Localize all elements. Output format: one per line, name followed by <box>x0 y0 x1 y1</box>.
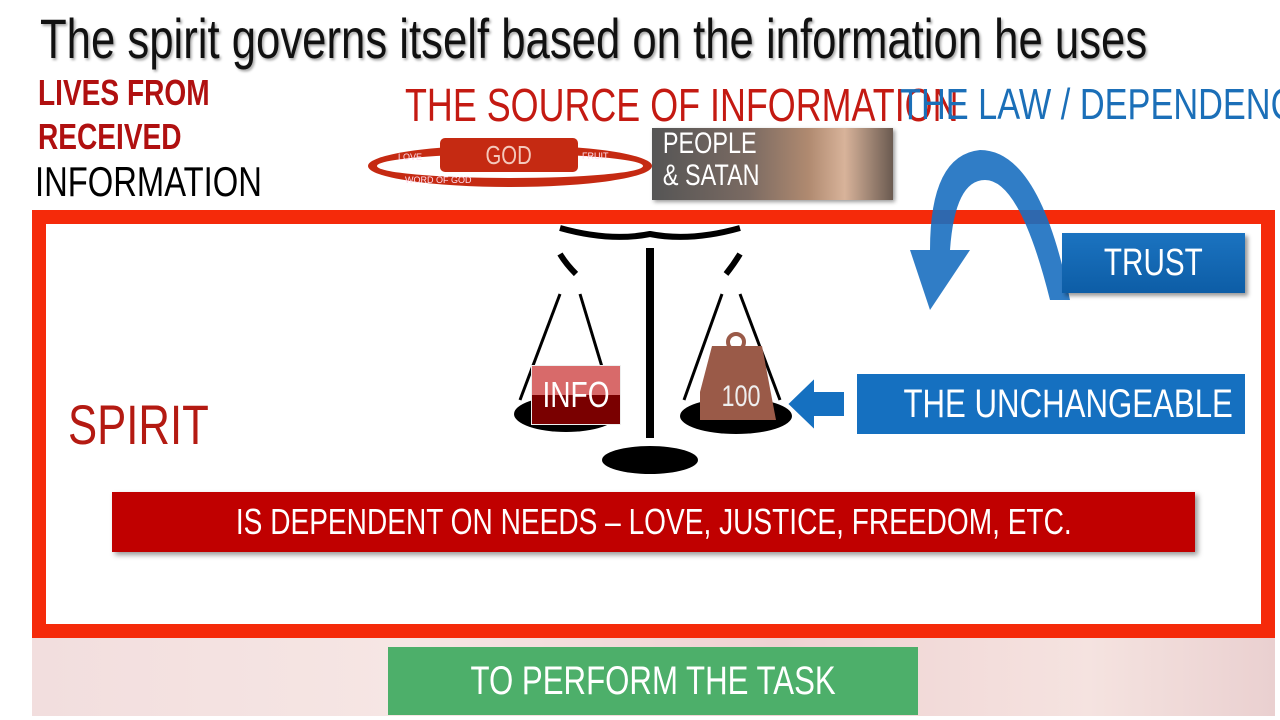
law-heading: THE LAW / DEPENDENCE <box>900 80 1280 129</box>
lives-from-label: LIVES FROM <box>38 72 210 113</box>
spirit-label: SPIRIT <box>68 393 209 456</box>
source-heading: THE SOURCE OF INFORMATION <box>405 79 959 131</box>
info-box: INFO <box>531 365 621 425</box>
information-label: INFORMATION <box>35 158 262 205</box>
slide-title: The spirit governs itself based on the i… <box>40 7 1148 70</box>
unchangeable-box: THE UNCHANGEABLE <box>857 374 1245 434</box>
left-arrow-icon <box>785 375 846 433</box>
needs-bar: IS DEPENDENT ON NEEDS – LOVE, JUSTICE, F… <box>112 492 1195 552</box>
love-label: LOVE <box>398 152 423 162</box>
people-satan-photo: PEOPLE& SATAN <box>652 128 893 200</box>
word-of-god-label: WORD OF GOD <box>405 175 472 185</box>
scale-icon <box>514 225 792 474</box>
weight-label: 100 <box>721 380 761 413</box>
received-label: RECEIVED <box>38 116 182 157</box>
task-box: TO PERFORM THE TASK <box>388 647 918 715</box>
trust-box: TRUST <box>1062 233 1245 293</box>
curved-arrow-icon <box>910 150 1070 310</box>
fruit-label: FRUIT <box>582 151 609 161</box>
god-box: GOD <box>440 138 578 172</box>
